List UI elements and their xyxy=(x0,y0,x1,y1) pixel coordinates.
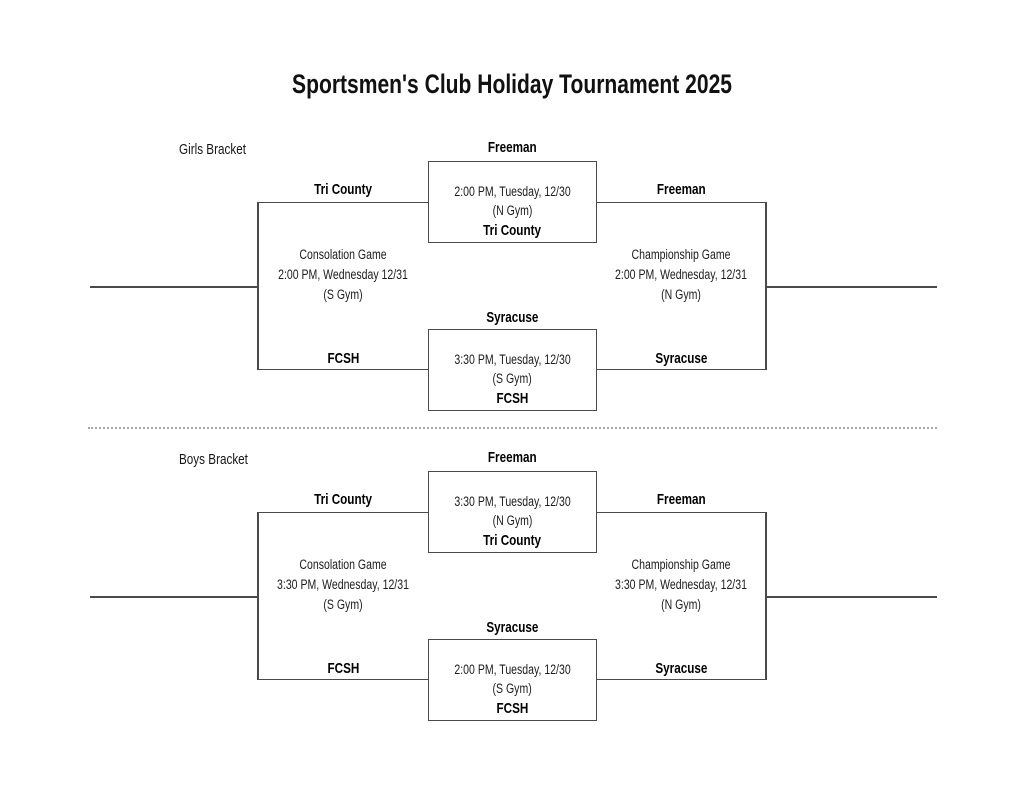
semifinal2-top-team-label: Syracuse xyxy=(486,309,539,326)
championship-game-location: (N Gym) xyxy=(661,597,701,612)
tournament-title-text: Sportsmen's Club Holiday Tournament 2025 xyxy=(292,69,732,99)
connector-line-left-top xyxy=(258,201,428,203)
consolation-game-location: (S Gym) xyxy=(323,287,363,302)
girls-bracket: Girls Bracket Freeman 2:00 PM, Tuesday, … xyxy=(0,139,1024,450)
game-location: (S Gym) xyxy=(492,681,533,696)
semifinal1-box: 3:30 PM, Tuesday, 12/30 (N Gym) Tri Coun… xyxy=(428,471,597,553)
consolation-top-team-label: Tri County xyxy=(314,491,372,508)
consolation-game-time: 2:00 PM, Wednesday 12/31 xyxy=(278,267,408,282)
championship-game-title: Championship Game xyxy=(631,557,731,572)
championship-top-team-label: Freeman xyxy=(657,181,706,198)
championship-game-info: Championship Game 3:30 PM, Wednesday, 12… xyxy=(591,555,771,615)
consolation-top-team-label: Tri County xyxy=(314,181,372,198)
consolation-game-info: Consolation Game 2:00 PM, Wednesday 12/3… xyxy=(253,245,433,305)
championship-game-info: Championship Game 2:00 PM, Wednesday, 12… xyxy=(591,245,771,305)
game-location: (N Gym) xyxy=(492,513,533,528)
semifinal1-top-team-label: Freeman xyxy=(488,139,537,156)
championship-game-time: 3:30 PM, Wednesday, 12/31 xyxy=(615,577,747,592)
connector-line-right-bottom xyxy=(597,368,766,370)
consolation-game-info: Consolation Game 3:30 PM, Wednesday, 12/… xyxy=(253,555,433,615)
championship-bottom-team-label: Syracuse xyxy=(655,660,708,677)
game-location: (N Gym) xyxy=(492,203,533,218)
connector-line-right-top xyxy=(597,201,766,203)
game-location: (S Gym) xyxy=(492,371,533,386)
consolation-game-title: Consolation Game xyxy=(299,557,387,572)
semifinal2-bottom-team-label: FCSH xyxy=(496,390,529,407)
game-time: 3:30 PM, Tuesday, 12/30 xyxy=(454,352,571,367)
semifinal1-bottom-team-label: Tri County xyxy=(483,532,542,549)
connector-line-right-vertical xyxy=(765,511,767,680)
championship-winner-line xyxy=(766,286,937,288)
connector-line-left-top xyxy=(258,511,428,513)
game-time: 2:00 PM, Tuesday, 12/30 xyxy=(454,662,571,677)
championship-bottom-team-label: Syracuse xyxy=(655,350,708,367)
consolation-bottom-team-label: FCSH xyxy=(327,350,359,367)
semifinal2-box: 3:30 PM, Tuesday, 12/30 (S Gym) FCSH xyxy=(428,329,597,411)
tournament-title: Sportsmen's Club Holiday Tournament 2025 xyxy=(0,69,1024,100)
semifinal2-box: 2:00 PM, Tuesday, 12/30 (S Gym) FCSH xyxy=(428,639,597,721)
boys-bracket: Boys Bracket Freeman 3:30 PM, Tuesday, 1… xyxy=(0,449,1024,760)
consolation-game-title: Consolation Game xyxy=(299,247,387,262)
championship-winner-line xyxy=(766,596,937,598)
consolation-winner-line xyxy=(90,286,258,288)
semifinal1-box: 2:00 PM, Tuesday, 12/30 (N Gym) Tri Coun… xyxy=(428,161,597,243)
championship-game-location: (N Gym) xyxy=(661,287,701,302)
consolation-game-time: 3:30 PM, Wednesday, 12/31 xyxy=(277,577,409,592)
bracket-divider xyxy=(88,427,937,429)
game-time: 3:30 PM, Tuesday, 12/30 xyxy=(454,494,571,509)
bracket-label: Boys Bracket xyxy=(179,451,248,468)
bracket-label: Girls Bracket xyxy=(179,141,246,158)
connector-line-left-vertical xyxy=(257,201,259,370)
championship-top-team-label: Freeman xyxy=(657,491,706,508)
connector-line-right-top xyxy=(597,511,766,513)
connector-line-left-bottom xyxy=(258,368,428,370)
championship-game-time: 2:00 PM, Wednesday, 12/31 xyxy=(615,267,747,282)
connector-line-left-bottom xyxy=(258,678,428,680)
connector-line-left-vertical xyxy=(257,511,259,680)
consolation-game-location: (S Gym) xyxy=(323,597,363,612)
semifinal2-bottom-team-label: FCSH xyxy=(496,700,529,717)
game-time: 2:00 PM, Tuesday, 12/30 xyxy=(454,184,571,199)
connector-line-right-vertical xyxy=(765,201,767,370)
connector-line-right-bottom xyxy=(597,678,766,680)
consolation-bottom-team-label: FCSH xyxy=(327,660,359,677)
semifinal1-bottom-team-label: Tri County xyxy=(483,222,542,239)
championship-game-title: Championship Game xyxy=(631,247,731,262)
semifinal2-top-team-label: Syracuse xyxy=(486,619,539,636)
consolation-winner-line xyxy=(90,596,258,598)
semifinal1-top-team-label: Freeman xyxy=(488,449,537,466)
